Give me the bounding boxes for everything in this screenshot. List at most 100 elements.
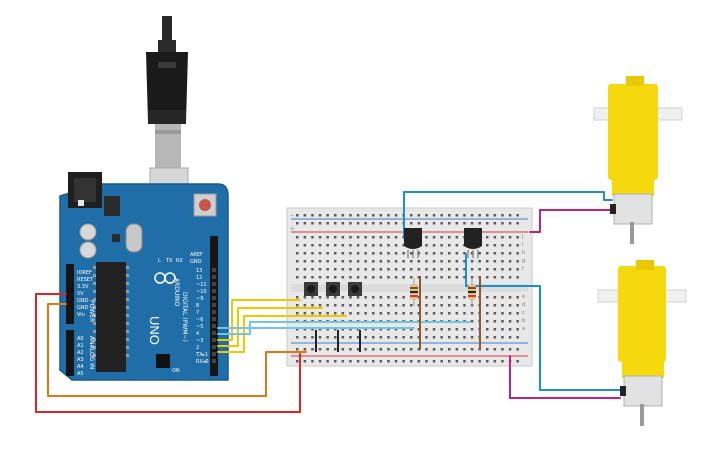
breadboard-hole (341, 252, 345, 255)
wire-lightblue-2 (217, 321, 471, 335)
breadboard-hole (425, 222, 428, 225)
digital-pin[interactable] (212, 310, 216, 314)
breadboard-hole (364, 268, 367, 271)
breadboard-hole (508, 222, 512, 225)
wire-blue-motor2 (465, 253, 621, 391)
breadboard-hole (387, 268, 390, 271)
pushbutton-3[interactable] (348, 282, 362, 296)
pushbutton-2[interactable] (326, 282, 340, 296)
breadboard-hole (356, 236, 360, 239)
breadboard-hole (486, 260, 489, 263)
breadboard-hole (417, 296, 421, 299)
breadboard-hole (402, 348, 405, 351)
breadboard-hole (470, 360, 474, 363)
breadboard-row-letter: j (521, 234, 523, 240)
digital-pin[interactable] (212, 275, 216, 279)
breadboard-hole (508, 214, 512, 217)
breadboard-hole (432, 296, 436, 299)
breadboard-hole (493, 312, 497, 315)
breadboard-hole (493, 252, 497, 255)
breadboard-hole (493, 236, 497, 239)
breadboard-hole (432, 348, 436, 351)
breadboard-hole (425, 348, 428, 351)
digital-pin[interactable] (212, 331, 216, 335)
digital-pin[interactable] (212, 345, 216, 349)
breadboard-hole (341, 222, 345, 225)
breadboard-hole (493, 244, 497, 247)
breadboard-hole (356, 214, 360, 217)
breadboard-hole (349, 268, 352, 271)
breadboard-hole (463, 328, 466, 331)
breadboard-hole (440, 260, 443, 263)
digital-pin[interactable] (212, 324, 216, 328)
breadboard-hole (356, 328, 360, 331)
breadboard-hole (341, 276, 345, 279)
digital-pin[interactable] (212, 352, 216, 356)
breadboard-hole (501, 244, 504, 247)
breadboard-hole (394, 268, 398, 271)
breadboard-hole (455, 244, 459, 247)
breadboard-hole (455, 304, 459, 307)
breadboard-hole (318, 312, 322, 315)
breadboard-hole (455, 336, 459, 339)
breadboard-hole (455, 260, 459, 263)
breadboard-hole (394, 276, 398, 279)
breadboard-hole (516, 304, 519, 307)
breadboard-hole (448, 260, 451, 263)
breadboard-hole (486, 244, 489, 247)
digital-pin[interactable] (212, 303, 216, 307)
wire-magenta-motor2 (509, 355, 621, 399)
breadboard-hole (387, 252, 390, 255)
breadboard-hole (379, 214, 383, 217)
wire-5v-red (35, 293, 301, 413)
breadboard-hole (364, 336, 367, 339)
breadboard-hole (296, 214, 299, 217)
breadboard-hole (311, 236, 314, 239)
breadboard-hole (455, 276, 459, 279)
pushbutton-1[interactable] (304, 282, 318, 296)
digital-pin[interactable] (212, 359, 216, 363)
breadboard-hole (516, 348, 519, 351)
breadboard-hole (326, 304, 329, 307)
digital-pin[interactable] (212, 289, 216, 293)
breadboard-hole (448, 276, 451, 279)
breadboard-hole (432, 222, 436, 225)
breadboard-hole (356, 260, 360, 263)
digital-pin-label: RX◂0 (196, 359, 209, 365)
breadboard-hole (318, 304, 322, 307)
breadboard-hole (364, 296, 367, 299)
digital-pin[interactable] (212, 338, 216, 342)
breadboard-hole (394, 328, 398, 331)
transistor-2 (464, 228, 482, 258)
breadboard-hole (440, 336, 443, 339)
digital-pin[interactable] (212, 317, 216, 321)
breadboard-hole (341, 244, 345, 247)
breadboard-hole (387, 236, 390, 239)
breadboard-hole (486, 236, 489, 239)
breadboard-hole (296, 244, 299, 247)
breadboard-hole (296, 296, 299, 299)
digital-pin[interactable] (212, 268, 216, 272)
breadboard-hole (349, 276, 352, 279)
breadboard-hole (508, 260, 512, 263)
resistor-1 (410, 278, 418, 306)
breadboard-row-letter: d (522, 302, 525, 308)
breadboard-hole (379, 296, 383, 299)
breadboard-hole (486, 312, 489, 315)
breadboard-hole (402, 276, 405, 279)
breadboard-hole (516, 222, 519, 225)
breadboard-hole (508, 276, 512, 279)
breadboard-hole (486, 328, 489, 331)
digital-pin-label: ~6 (196, 317, 203, 323)
breadboard-hole (493, 222, 497, 225)
breadboard-hole (364, 252, 367, 255)
breadboard-hole (372, 244, 375, 247)
digital-pin[interactable] (212, 282, 216, 286)
breadboard-row-letter: i (522, 242, 523, 248)
breadboard-hole (455, 268, 459, 271)
breadboard-hole (379, 336, 383, 339)
breadboard-hole (356, 222, 360, 225)
breadboard-hole (486, 296, 489, 299)
breadboard-hole (318, 296, 322, 299)
digital-pin[interactable] (212, 296, 216, 300)
